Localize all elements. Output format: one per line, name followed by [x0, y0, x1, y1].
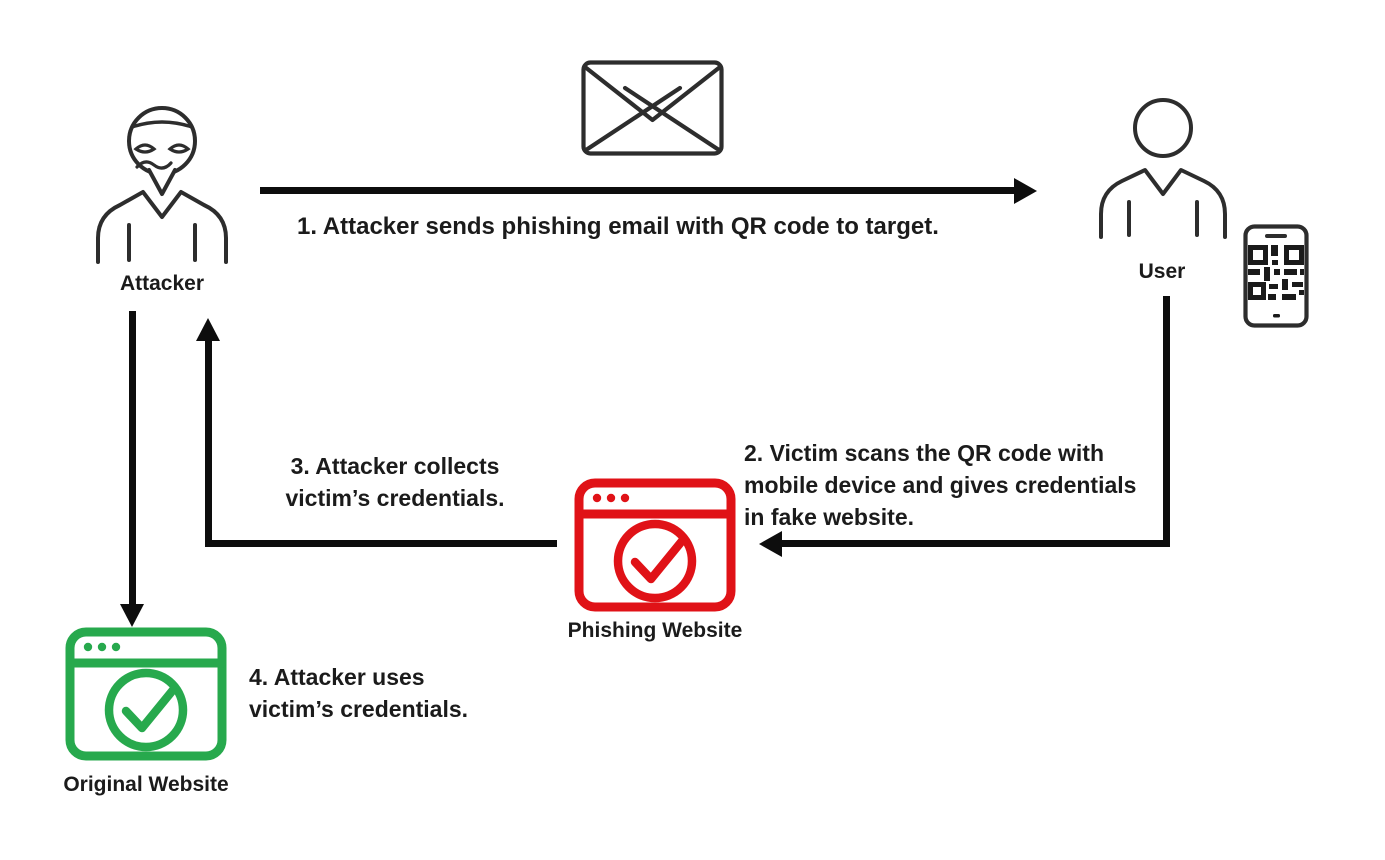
step2-text: 2. Victim scans the QR code with mobile …: [744, 440, 1137, 530]
step3-arrow-vline: [205, 340, 212, 547]
step1-arrow-line: [260, 187, 1014, 194]
phishing-website-label: Phishing Website: [567, 619, 743, 642]
step1-arrow-head: [1014, 178, 1037, 204]
user-label: User: [1138, 260, 1186, 283]
attacker-label: Attacker: [119, 272, 205, 295]
envelope-icon: [581, 60, 724, 156]
step3-arrow-head: [196, 318, 220, 341]
step2-arrow-vline: [1163, 296, 1170, 547]
step2-arrow-hline: [782, 540, 1170, 547]
step2-arrow-head: [759, 531, 782, 557]
qr-code-pattern: [1248, 245, 1304, 300]
masked-attacker-icon: [96, 106, 228, 264]
step4-arrow-vline: [129, 311, 136, 605]
phishing-browser-check-icon: [574, 478, 736, 612]
original-browser-check-icon: [65, 627, 227, 761]
phone-qr-code-icon: [1243, 224, 1309, 328]
step3-arrow-hline: [205, 540, 557, 547]
original-website-label: Original Website: [63, 773, 229, 796]
person-icon: [1099, 98, 1227, 239]
step1-text: 1. Attacker sends phishing email with QR…: [297, 213, 939, 240]
step4-arrow-head: [120, 604, 144, 627]
step4-text: 4. Attacker uses victim’s credentials.: [249, 664, 469, 722]
step3-text: 3. Attacker collects victim’s credential…: [285, 453, 505, 511]
